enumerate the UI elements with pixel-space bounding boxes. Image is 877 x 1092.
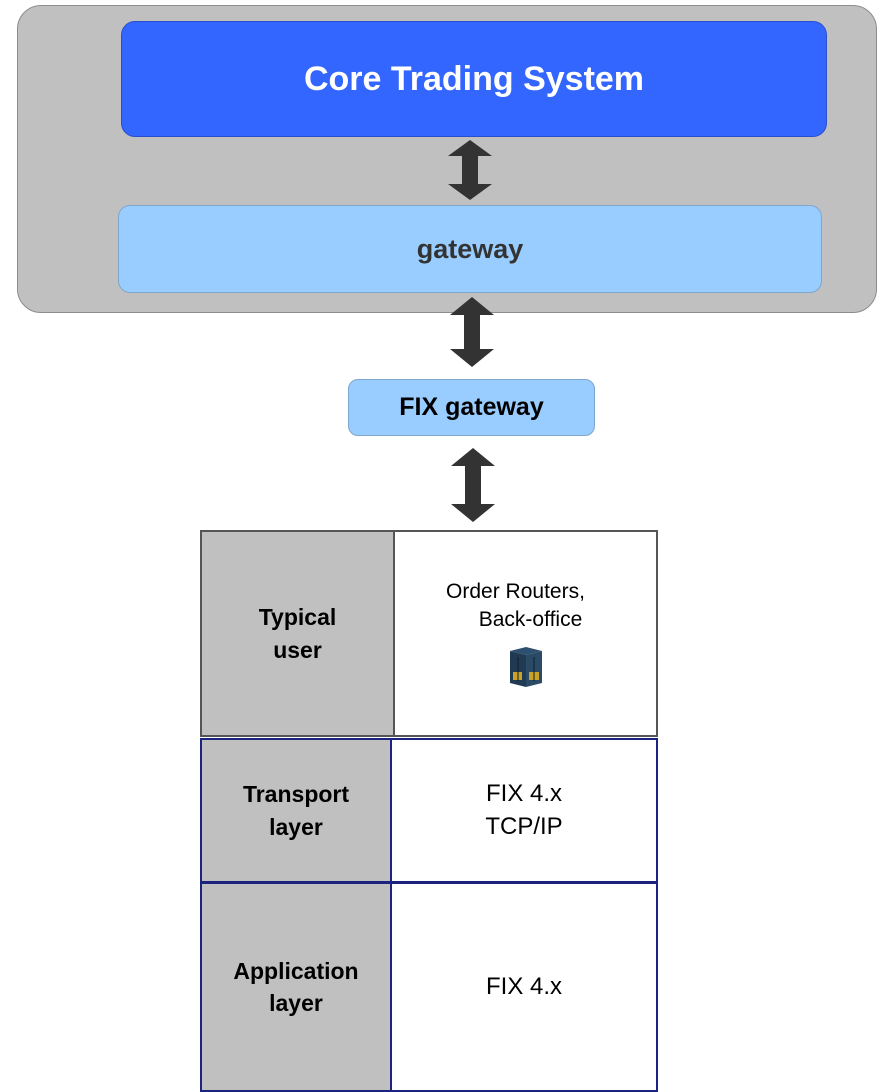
application-layer-value-cell: FIX 4.x (390, 882, 658, 1092)
gateway-box: gateway (118, 205, 822, 293)
application-layer-label-cell: Application layer (200, 882, 392, 1092)
double-arrow-icon (450, 448, 496, 522)
typical-user-value-line2: Back-office (478, 608, 583, 632)
transport-layer-value: FIX 4.x TCP/IP (485, 780, 563, 840)
typical-user-value-cell: Order Routers, Back-office (393, 530, 658, 737)
transport-layer-label: Transport layer (242, 781, 350, 840)
server-cube-icon (506, 645, 546, 697)
core-trading-system-label: Core Trading System (303, 59, 645, 98)
core-trading-system-box: Core Trading System (121, 21, 827, 137)
typical-user-label-cell: Typical user (200, 530, 395, 737)
typical-user-value-line1: Order Routers, (446, 580, 585, 603)
fix-gateway-box: FIX gateway (348, 379, 595, 436)
gateway-label: gateway (416, 233, 524, 264)
double-arrow-icon (446, 140, 494, 200)
transport-layer-label-cell: Transport layer (200, 738, 392, 883)
double-arrow-icon (449, 297, 495, 367)
application-layer-label: Application layer (233, 957, 359, 1016)
transport-layer-value-cell: FIX 4.x TCP/IP (390, 738, 658, 883)
typical-user-label: Typical user (258, 604, 337, 663)
application-layer-value: FIX 4.x (485, 972, 563, 1000)
fix-gateway-label: FIX gateway (399, 393, 544, 421)
